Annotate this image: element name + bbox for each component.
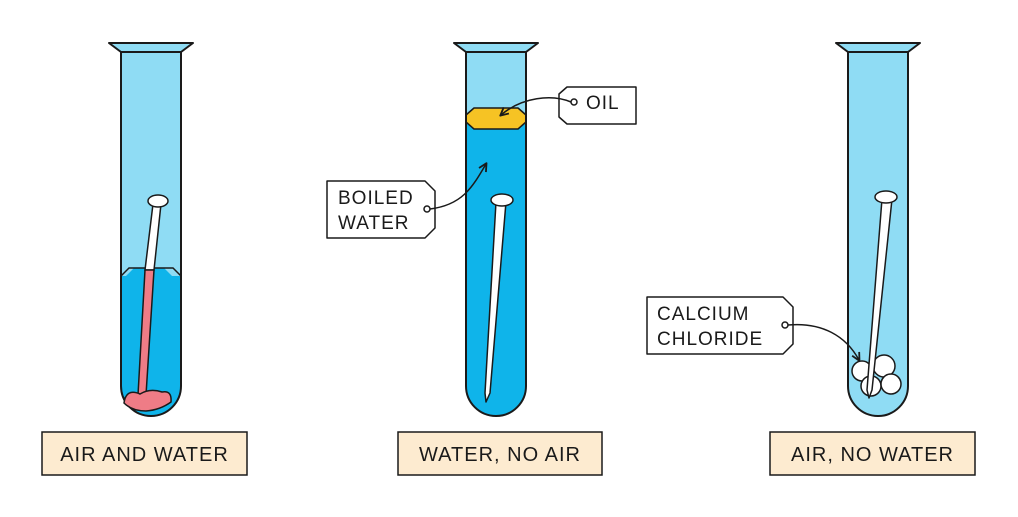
- tag-hole: [570, 98, 578, 106]
- tube-outline: [120, 50, 182, 417]
- caption-air-and-water: AIR AND WATER: [41, 431, 248, 476]
- nail-head: [874, 190, 898, 204]
- calcium-chloride-arrow: [787, 323, 861, 362]
- oil-label: OIL: [586, 93, 620, 114]
- boiled-water-tag: BOILED WATER: [326, 162, 488, 239]
- tube-water-no-air: OIL BOILED WATER: [326, 42, 637, 417]
- boiled-water-label-line1: BOILED: [338, 188, 414, 209]
- oil-tag: OIL: [499, 86, 637, 125]
- tube-lip: [835, 42, 921, 53]
- caption-text: WATER, NO AIR: [419, 444, 581, 466]
- tube-lip: [453, 42, 539, 53]
- rust-pool: [123, 389, 172, 412]
- water-fill: [121, 268, 181, 416]
- tube-air-and-water: [108, 42, 194, 417]
- calcium-chloride-label-line1: CALCIUM: [657, 304, 750, 325]
- caption-water-no-air: WATER, NO AIR: [397, 431, 603, 476]
- caption-air-no-water: AIR, NO WATER: [769, 431, 976, 476]
- tube-lip: [108, 42, 194, 53]
- nail-head: [490, 193, 514, 207]
- calcium-chloride-tag: CALCIUM CHLORIDE: [646, 296, 861, 362]
- calcium-chloride-label-line2: CHLORIDE: [657, 329, 763, 350]
- caption-text: AIR AND WATER: [60, 444, 229, 466]
- calcium-chloride-lumps: [851, 354, 902, 397]
- tag-hole: [781, 321, 789, 329]
- caption-text: AIR, NO WATER: [791, 444, 954, 466]
- boiled-water-arrow: [429, 162, 488, 210]
- oil-layer: [465, 107, 527, 130]
- nail-head: [147, 194, 169, 208]
- oil-arrow: [499, 97, 572, 117]
- boiled-water-label-line2: WATER: [338, 213, 410, 234]
- tube-outline: [847, 50, 909, 417]
- tube-outline: [465, 50, 527, 417]
- tube-air-no-water: CALCIUM CHLORIDE: [646, 42, 921, 417]
- tag-hole: [423, 205, 431, 213]
